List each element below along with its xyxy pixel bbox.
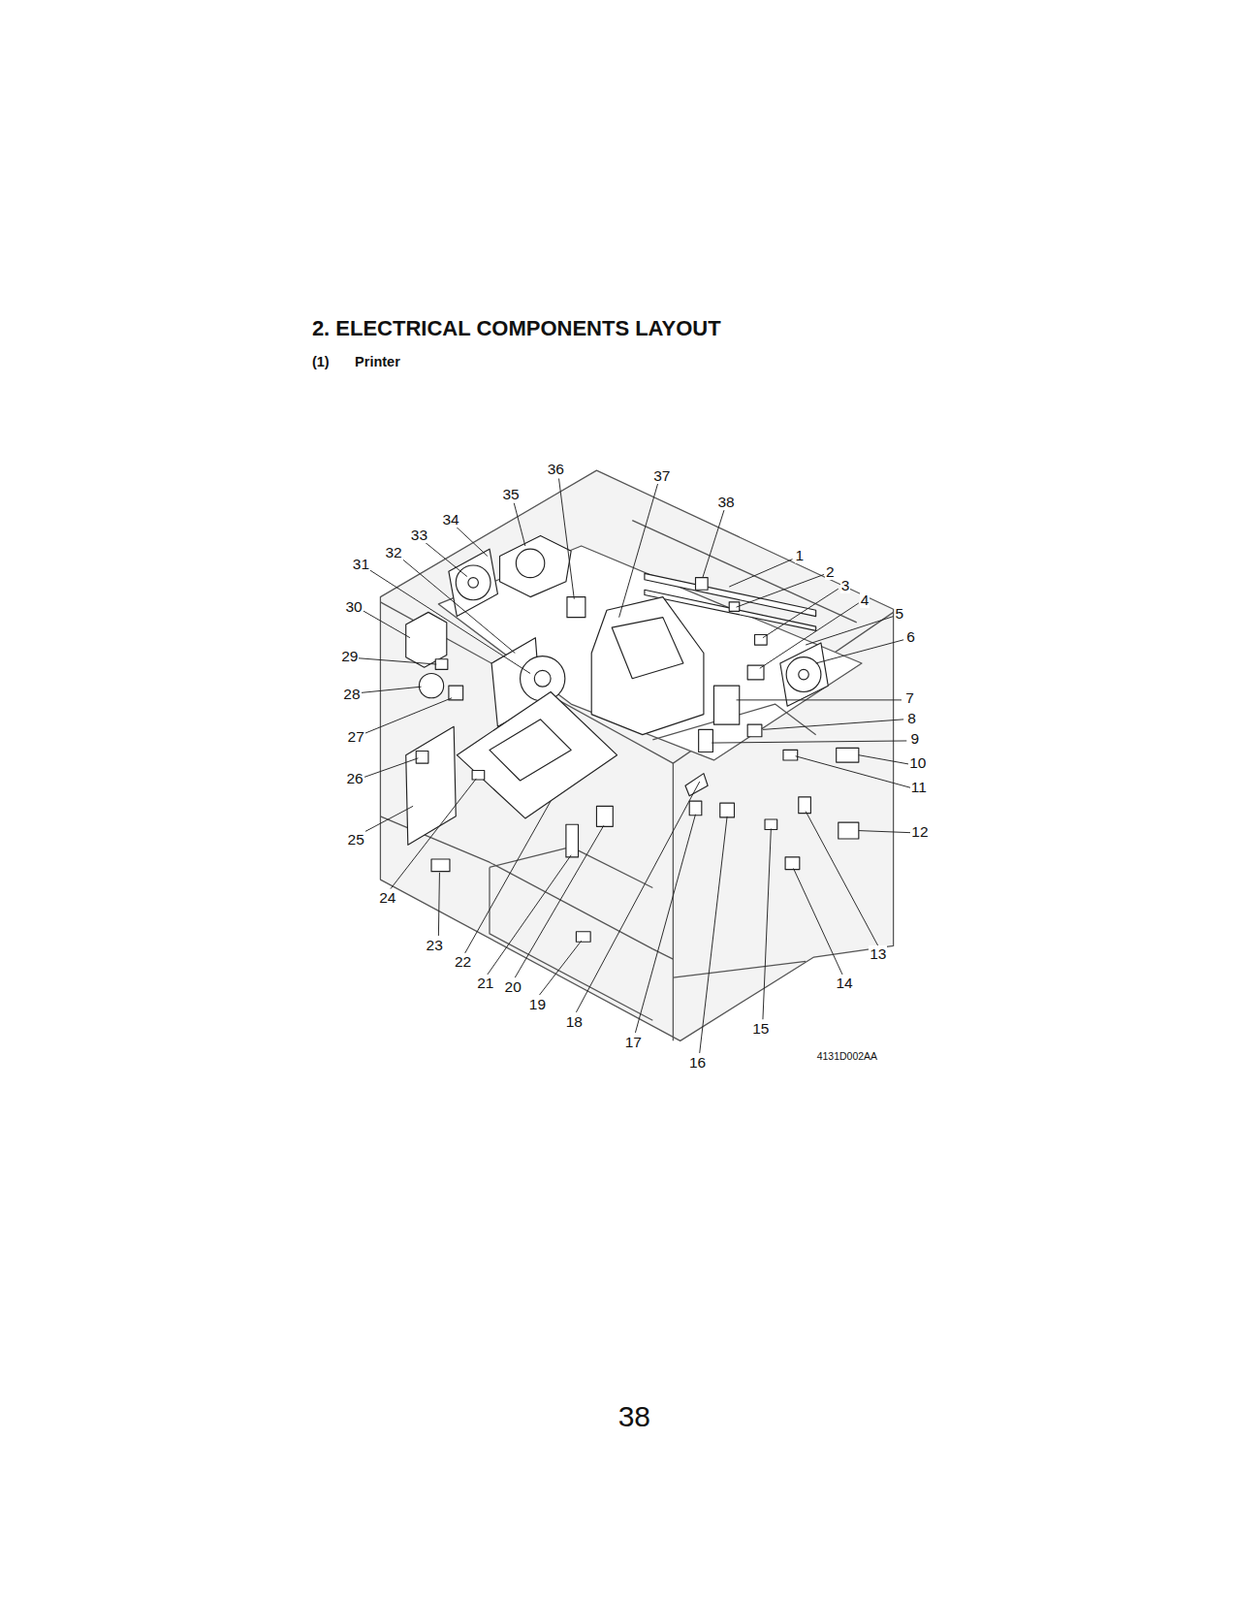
callout-number: 4 bbox=[859, 591, 871, 608]
subsection-title: Printer bbox=[353, 354, 402, 371]
callout-number: 23 bbox=[425, 936, 444, 953]
callout-number: 38 bbox=[716, 493, 735, 510]
callout-number: 29 bbox=[340, 647, 359, 665]
callout-number: 5 bbox=[894, 604, 906, 622]
callout-number: 24 bbox=[378, 888, 397, 906]
callout-number: 2 bbox=[824, 563, 836, 580]
callout-number: 17 bbox=[624, 1033, 643, 1050]
callout-number: 25 bbox=[347, 830, 366, 848]
callout-number: 35 bbox=[501, 485, 520, 503]
callout-number: 7 bbox=[904, 689, 916, 706]
callout-number: 26 bbox=[345, 769, 364, 787]
callout-number: 32 bbox=[383, 543, 403, 561]
callout-number: 10 bbox=[908, 754, 927, 771]
figure-code: 4131D002AA bbox=[816, 1050, 879, 1063]
callout-number: 13 bbox=[868, 945, 887, 962]
callout-number: 8 bbox=[906, 709, 918, 727]
callout-number: 6 bbox=[905, 628, 917, 645]
subsection-number: (1) bbox=[311, 354, 331, 371]
callout-number: 27 bbox=[347, 727, 366, 745]
section-heading: 2. ELECTRICAL COMPONENTS LAYOUT bbox=[311, 316, 723, 341]
callout-number: 30 bbox=[344, 598, 363, 615]
callout-number: 34 bbox=[441, 510, 460, 528]
callout-number: 1 bbox=[794, 546, 806, 564]
callout-number: 12 bbox=[910, 822, 929, 840]
page-number: 38 bbox=[617, 1399, 652, 1432]
callout-number: 3 bbox=[840, 576, 852, 594]
callout-number: 22 bbox=[453, 952, 473, 970]
callout-number: 11 bbox=[910, 778, 928, 795]
callout-number: 33 bbox=[410, 526, 429, 543]
callout-number: 9 bbox=[909, 729, 920, 747]
callout-number: 28 bbox=[342, 685, 361, 702]
callout-number: 37 bbox=[652, 467, 671, 484]
callout-number: 20 bbox=[504, 978, 523, 995]
callout-number: 15 bbox=[751, 1019, 770, 1037]
callout-number: 18 bbox=[565, 1012, 584, 1030]
callout-number: 19 bbox=[528, 995, 547, 1013]
callout-number: 21 bbox=[475, 974, 495, 991]
callout-number: 36 bbox=[546, 460, 566, 477]
callout-number: 16 bbox=[688, 1053, 707, 1071]
callout-number: 14 bbox=[834, 974, 854, 991]
callout-number: 31 bbox=[351, 555, 371, 572]
